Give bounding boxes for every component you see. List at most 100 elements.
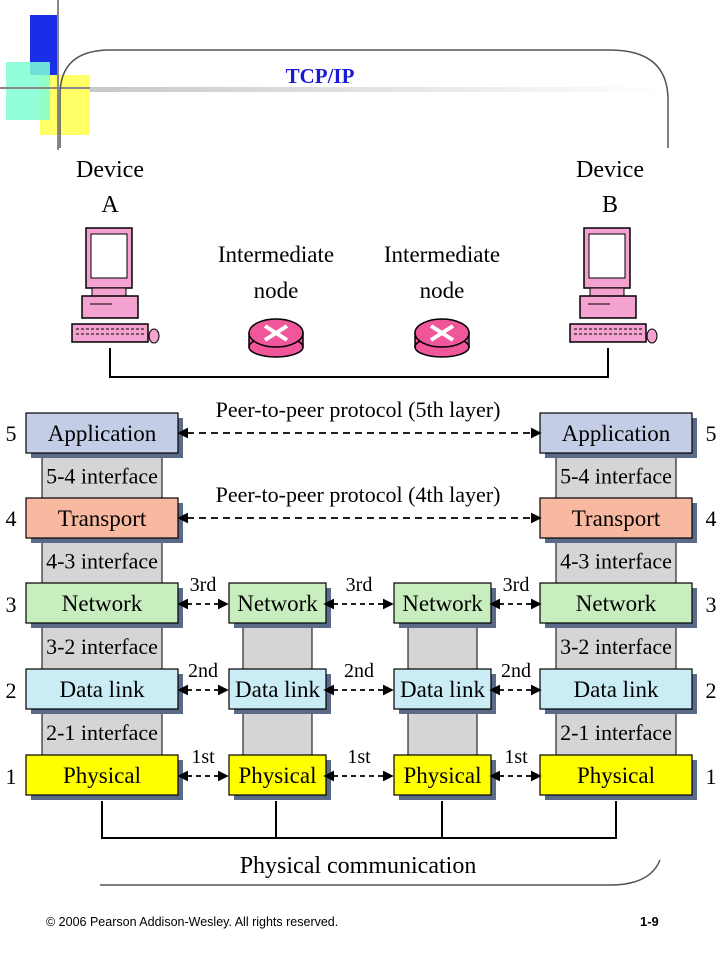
peer-arrows — [177, 427, 542, 782]
layer-transport-b-label: Transport — [572, 506, 661, 531]
layer-number: 5 — [6, 421, 17, 446]
hop-label-1st: 1st — [191, 746, 215, 768]
hop-label-1st: 1st — [504, 746, 528, 768]
interface-3-2-node1 — [242, 622, 313, 670]
interface-2-1-a: 2-1 interface — [41, 708, 163, 756]
layer-application-a-label: Application — [48, 421, 157, 446]
interface-3-2-node2 — [407, 622, 478, 670]
layer-physical-b: Physical — [539, 754, 697, 800]
interface-2-1-node1 — [242, 708, 313, 756]
physical-communication-label: Physical communication — [240, 853, 477, 879]
layer-number: 1 — [6, 764, 17, 789]
layer-network-node1-label: Network — [237, 591, 318, 616]
layer-datalink-node2: Data link — [393, 668, 496, 714]
computer-b-icon — [569, 227, 658, 344]
decor-teal-block — [6, 62, 50, 120]
layer-datalink-b: Data link — [539, 668, 697, 714]
layer-physical-node2: Physical — [393, 754, 496, 800]
layer-network-a: Network — [25, 582, 183, 628]
layer-network-a-label: Network — [62, 591, 143, 616]
hop-label-3rd: 3rd — [346, 574, 373, 596]
hop-labels: 3rd 3rd 3rd 2nd 2nd 2nd 1st 1st 1st — [188, 574, 531, 768]
hop-label-1st: 1st — [347, 746, 371, 768]
interface-2-1-b-label: 2-1 interface — [560, 720, 672, 745]
layer-datalink-a-label: Data link — [60, 677, 145, 702]
hop-label-2nd: 2nd — [344, 660, 374, 682]
decor-title-bar — [90, 87, 670, 92]
node-left-label-line2: node — [254, 278, 299, 303]
interface-5-4-b-label: 5-4 interface — [560, 464, 672, 489]
interface-3-2-a-label: 3-2 interface — [46, 634, 158, 659]
interface-3-2-b-label: 3-2 interface — [560, 634, 672, 659]
layer-physical-b-label: Physical — [577, 763, 655, 788]
peer-label-layer5: Peer-to-peer protocol (5th layer) — [216, 397, 501, 422]
layer-numbers-right: 5 4 3 2 1 — [706, 421, 717, 789]
layer-physical-a-label: Physical — [63, 763, 141, 788]
physical-link-bottom — [101, 801, 617, 839]
layer-network-node2-label: Network — [402, 591, 483, 616]
device-b-label-line1: Device — [576, 157, 644, 183]
layer-physical-node1-label: Physical — [239, 763, 317, 788]
page-number: 1-9 — [640, 914, 659, 929]
hop-label-2nd: 2nd — [188, 660, 218, 682]
interface-4-3-a-label: 4-3 interface — [46, 549, 158, 574]
router-left-icon — [248, 318, 304, 358]
protocol-stacks: 5-4 interface 4-3 interface 3-2 interface 2… — [25, 412, 697, 800]
layer-datalink-node2-label: Data link — [400, 677, 485, 702]
layer-number: 4 — [706, 506, 717, 531]
layer-application-b-label: Application — [562, 421, 671, 446]
hop-label-3rd: 3rd — [503, 574, 530, 596]
interface-5-4-a: 5-4 interface — [41, 452, 163, 499]
layer-number: 5 — [706, 421, 717, 446]
interface-4-3-b: 4-3 interface — [555, 537, 677, 584]
device-a-label-line1: Device — [76, 157, 144, 183]
layer-number: 4 — [6, 506, 17, 531]
layer-transport-a: Transport — [25, 497, 183, 543]
layer-network-node2: Network — [393, 582, 496, 628]
interface-5-4-b: 5-4 interface — [555, 452, 677, 499]
layer-network-node1: Network — [228, 582, 331, 628]
layer-number: 2 — [6, 678, 17, 703]
node-right-label-line2: node — [420, 278, 465, 303]
peer-label-layer4: Peer-to-peer protocol (4th layer) — [216, 482, 501, 507]
layer-transport-a-label: Transport — [58, 506, 147, 531]
interface-3-2-b: 3-2 interface — [555, 622, 677, 670]
layer-number: 1 — [706, 764, 717, 789]
layer-datalink-a: Data link — [25, 668, 183, 714]
layer-datalink-node1-label: Data link — [235, 677, 320, 702]
layer-number: 3 — [6, 592, 17, 617]
interface-5-4-a-label: 5-4 interface — [46, 464, 158, 489]
layer-physical-node2-label: Physical — [404, 763, 482, 788]
node-left-label-line1: Intermediate — [218, 242, 334, 267]
interface-4-3-a: 4-3 interface — [41, 537, 163, 584]
device-a-label-line2: A — [101, 192, 119, 218]
layer-network-b-label: Network — [576, 591, 657, 616]
layer-application-b: Application — [539, 412, 697, 458]
interface-4-3-b-label: 4-3 interface — [560, 549, 672, 574]
layer-physical-a: Physical — [25, 754, 183, 800]
device-b-label-line2: B — [602, 192, 618, 218]
layer-number: 2 — [706, 678, 717, 703]
layer-physical-node1: Physical — [228, 754, 331, 800]
computer-a-icon — [71, 227, 160, 344]
interface-2-1-node2 — [407, 708, 478, 756]
layer-application-a: Application — [25, 412, 183, 458]
layer-numbers-left: 5 4 3 2 1 — [6, 421, 17, 789]
interface-3-2-a: 3-2 interface — [41, 622, 163, 670]
layer-datalink-node1: Data link — [228, 668, 331, 714]
network-link-line — [109, 348, 609, 378]
node-right-label-line1: Intermediate — [384, 242, 500, 267]
layer-number: 3 — [706, 592, 717, 617]
decor-frame-top — [59, 49, 669, 148]
layer-transport-b: Transport — [539, 497, 697, 543]
slide-title: TCP/IP — [285, 64, 355, 88]
router-right-icon — [414, 318, 470, 358]
decor-frame-bottom — [100, 859, 661, 886]
hop-label-3rd: 3rd — [190, 574, 217, 596]
layer-network-b: Network — [539, 582, 697, 628]
hop-label-2nd: 2nd — [501, 660, 531, 682]
interface-2-1-b: 2-1 interface — [555, 708, 677, 756]
interface-2-1-a-label: 2-1 interface — [46, 720, 158, 745]
